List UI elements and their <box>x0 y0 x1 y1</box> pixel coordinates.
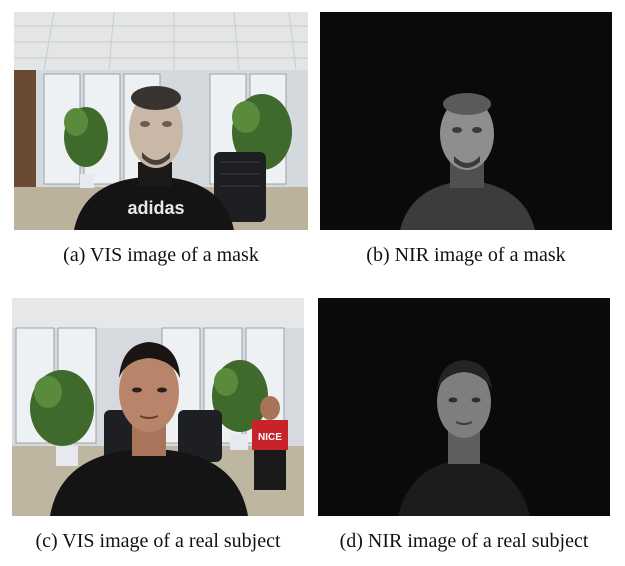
panel-c-vis-real: NICE <box>12 298 304 516</box>
nir-real-photo <box>318 298 610 516</box>
svg-text:NICE: NICE <box>258 432 282 443</box>
caption-c: (c) VIS image of a real subject <box>35 530 281 552</box>
svg-text:adidas: adidas <box>127 198 184 218</box>
caption-b: (b) NIR image of a mask <box>366 244 566 266</box>
panel-d-nir-real <box>318 298 610 516</box>
vis-mask-photo: adidas <box>14 12 308 230</box>
panel-b-nir-mask <box>320 12 612 230</box>
panel-a-vis-mask: adidas <box>14 12 308 230</box>
caption-d: (d) NIR image of a real subject <box>339 530 589 552</box>
caption-a: (a) VIS image of a mask <box>63 244 259 266</box>
vis-real-photo: NICE <box>12 298 304 516</box>
plant-icon <box>64 94 292 170</box>
nir-mask-photo <box>320 12 612 230</box>
